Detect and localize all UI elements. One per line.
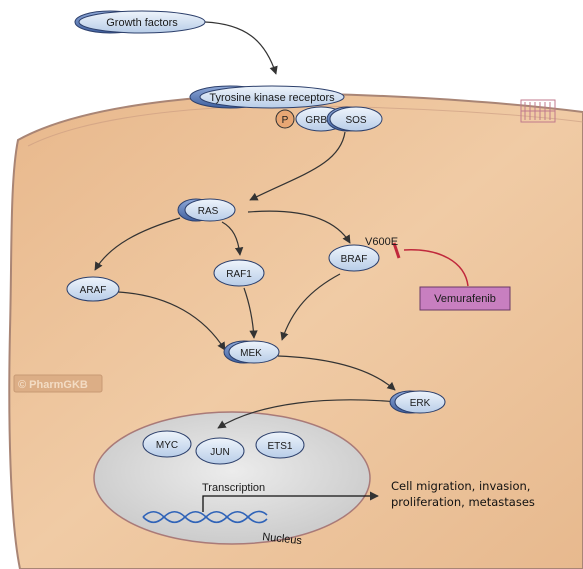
- node-phosphate[interactable]: P: [275, 109, 295, 129]
- cell-membrane-inner: [27, 105, 583, 147]
- arrow-transcription-to-outcome: [202, 491, 379, 512]
- arrow-mek-to-erk: [277, 355, 396, 391]
- arrow-raf1-to-mek: [243, 287, 258, 339]
- mek-label: MEK: [240, 348, 262, 359]
- ras-label: RAS: [198, 206, 219, 217]
- node-jun[interactable]: JUN: [195, 437, 245, 465]
- raf1-label: RAF1: [226, 269, 252, 280]
- arrow-erk-to-nucleus: [217, 399, 399, 429]
- node-mek[interactable]: MEK: [223, 340, 280, 364]
- nucleus-label: Nucleus: [262, 531, 303, 547]
- grb2-label: GRB2: [305, 115, 333, 126]
- arrow-ras-to-araf: [94, 217, 181, 271]
- arrow-braf-to-mek: [280, 273, 341, 341]
- lipid-bilayer-icon: [520, 99, 556, 123]
- node-myc[interactable]: MYC: [142, 430, 192, 458]
- drug-label: Vemurafenib: [434, 293, 496, 305]
- arrow-araf-to-mek: [117, 291, 226, 351]
- erk-label: ERK: [410, 398, 431, 409]
- watermark-box: [13, 374, 103, 393]
- arrow-sos-to-ras: [249, 131, 346, 201]
- node-sos[interactable]: SOS: [326, 106, 383, 132]
- node-growth-factors[interactable]: Growth factors: [74, 10, 206, 34]
- watermark: © PharmGKB: [18, 379, 88, 391]
- ets1-label: ETS1: [267, 441, 292, 452]
- node-ets1[interactable]: ETS1: [255, 431, 305, 459]
- node-braf[interactable]: BRAF: [328, 244, 380, 272]
- arrow-ras-to-braf: [247, 210, 351, 244]
- outcome-line-1: Cell migration, invasion,: [391, 479, 530, 493]
- jun-label: JUN: [210, 447, 229, 458]
- node-erk[interactable]: ERK: [389, 390, 446, 414]
- araf-label: ARAF: [80, 285, 107, 296]
- myc-label: MYC: [156, 440, 178, 451]
- nucleus: [93, 411, 371, 545]
- growth-factors-label: Growth factors: [106, 17, 178, 29]
- sos-label: SOS: [345, 115, 366, 126]
- outcome-line-2: proliferation, metastases: [391, 495, 535, 509]
- node-raf1[interactable]: RAF1: [213, 259, 265, 287]
- mutation-label: V600E: [365, 236, 398, 248]
- arrow-ras-to-raf1: [221, 221, 244, 256]
- braf-label: BRAF: [341, 254, 368, 265]
- dna-helix-icon: [142, 510, 268, 524]
- phosphate-label: P: [282, 115, 289, 126]
- node-ras[interactable]: RAS: [177, 198, 236, 222]
- node-receptors[interactable]: Tyrosine kinase receptors: [189, 85, 345, 109]
- receptors-label: Tyrosine kinase receptors: [209, 92, 335, 104]
- drug-vemurafenib[interactable]: Vemurafenib: [419, 286, 511, 311]
- transcription-label: Transcription: [202, 482, 265, 494]
- inhibition-bar: [392, 242, 401, 259]
- inhibition-line: [403, 249, 469, 287]
- arrow-growth-to-receptor: [204, 21, 278, 75]
- node-araf[interactable]: ARAF: [66, 276, 120, 302]
